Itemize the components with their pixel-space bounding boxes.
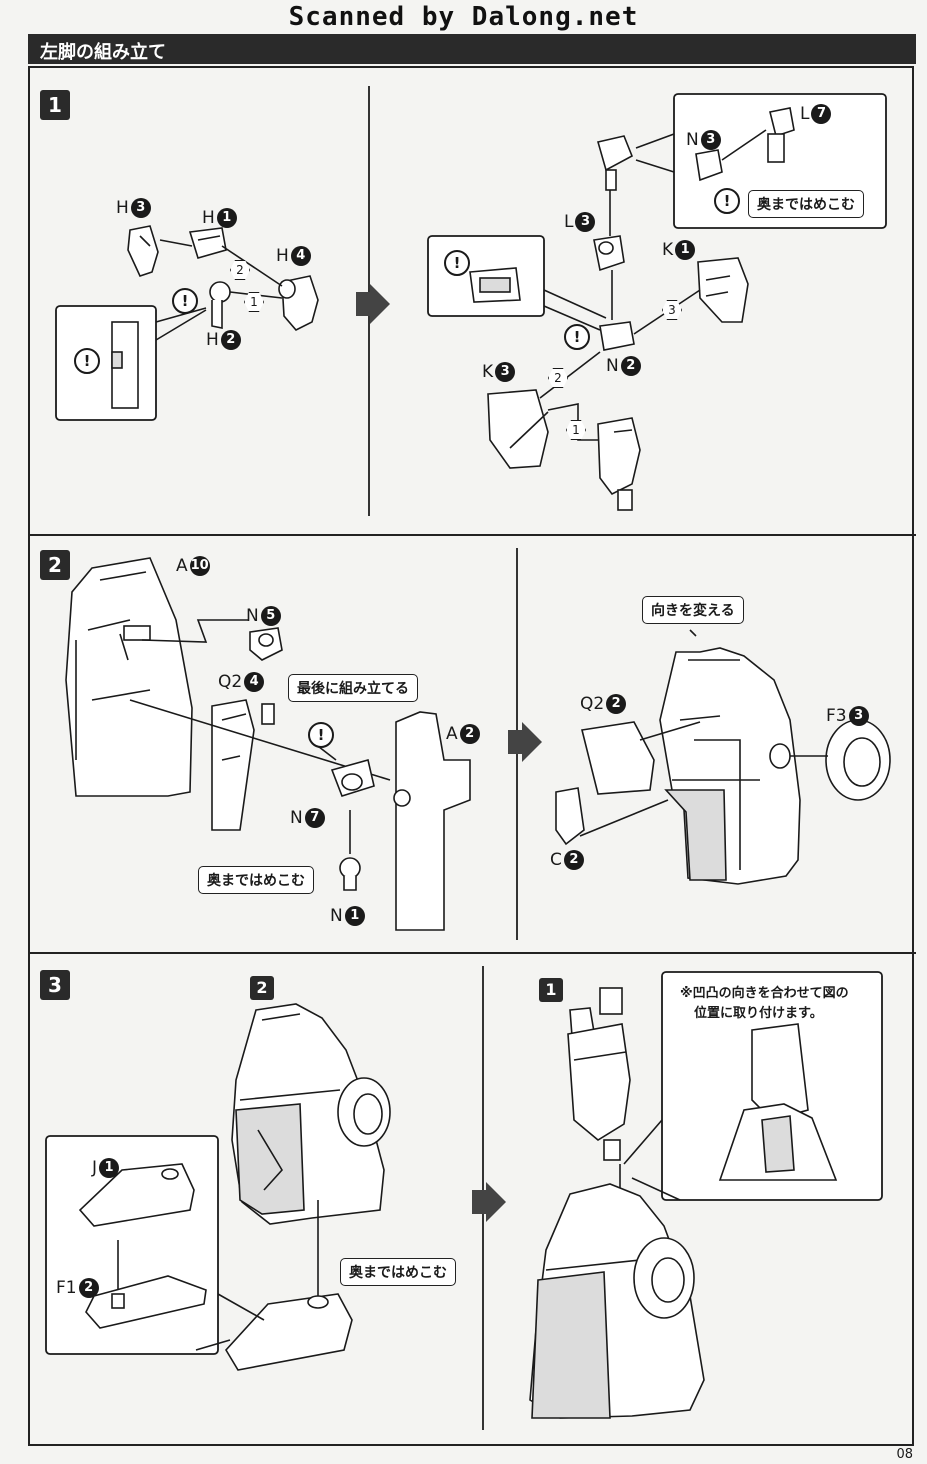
next-arrow-icon <box>472 1182 506 1222</box>
step-divider <box>28 952 916 954</box>
order-mark: 3 <box>662 300 682 320</box>
warning-icon: ! <box>714 188 740 214</box>
callout-push-in: 奥まではめこむ <box>198 866 314 894</box>
watermark: Scanned by Dalong.net <box>288 2 639 32</box>
warning-icon: ! <box>172 288 198 314</box>
part-h3 <box>127 225 159 277</box>
sub-step-number: 2 <box>250 976 274 1000</box>
instruction-frame <box>28 66 914 1446</box>
part-h1 <box>188 227 227 259</box>
alignment-note: ※凹凸の向きを合わせて図の 位置に取り付けます。 <box>680 986 849 1021</box>
next-arrow-icon <box>508 722 542 762</box>
warning-icon: ! <box>308 722 334 748</box>
step-number: 2 <box>40 550 70 580</box>
warning-icon: ! <box>444 250 470 276</box>
part-h2 <box>209 281 231 329</box>
callout-push-in: 奥まではめこむ <box>340 1258 456 1286</box>
sub-step-number: 1 <box>539 978 563 1002</box>
next-arrow-icon <box>356 284 390 324</box>
step-divider <box>28 534 916 536</box>
page-number: 08 <box>896 1447 913 1462</box>
callout-assemble-last: 最後に組み立てる <box>288 674 418 702</box>
warning-icon: ! <box>564 324 590 350</box>
order-mark: 2 <box>230 260 250 280</box>
section-title: 左脚の組み立て <box>40 42 166 63</box>
step-number: 3 <box>40 970 70 1000</box>
order-mark: 2 <box>548 368 568 388</box>
callout-change-direction: 向きを変える <box>642 596 744 624</box>
warning-icon: ! <box>74 348 100 374</box>
order-mark: 1 <box>566 420 586 440</box>
part-a10 <box>65 557 193 797</box>
part-h4 <box>278 275 319 331</box>
section-title-bar: 左脚の組み立て <box>28 34 916 64</box>
callout-push-in: 奥まではめこむ <box>748 190 864 218</box>
order-mark: 1 <box>244 292 264 312</box>
step-number: 1 <box>40 90 70 120</box>
